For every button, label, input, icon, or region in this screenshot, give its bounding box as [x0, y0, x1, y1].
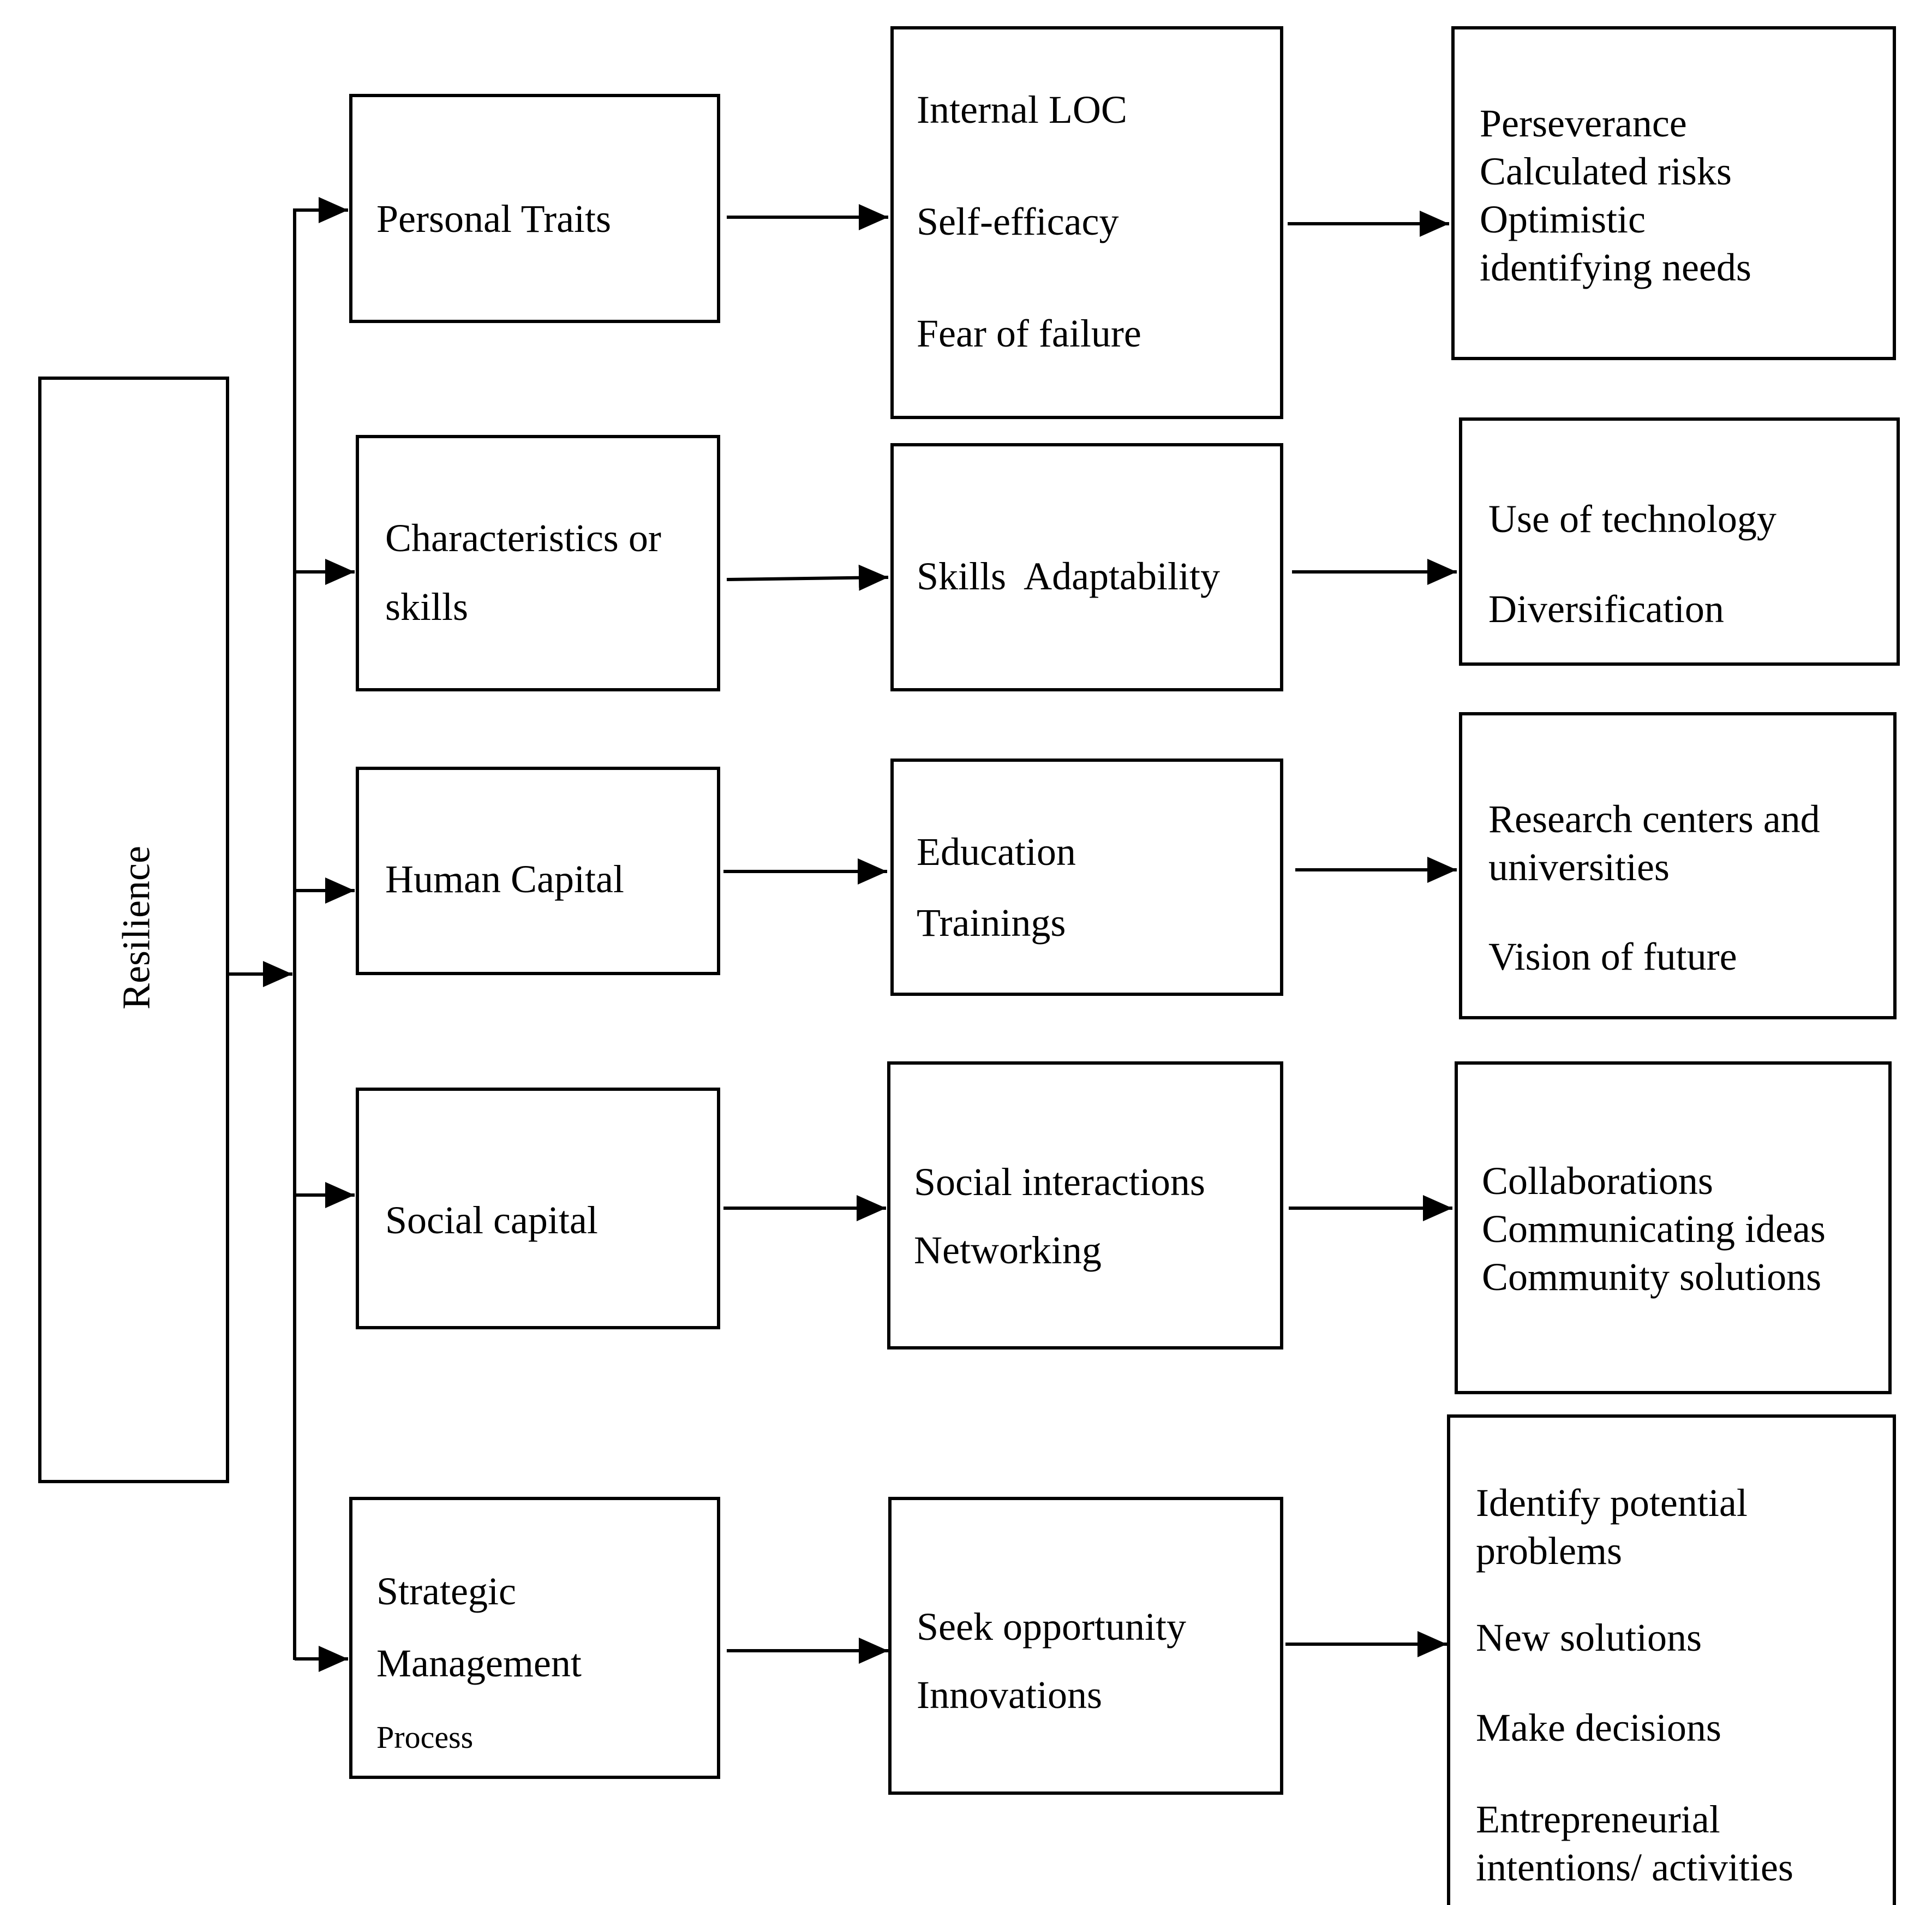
category-label-human-capital: Human Capital	[385, 857, 624, 901]
outcome-diversification: Diversification	[1488, 587, 1724, 631]
outcome-perseverance: Perseverance	[1480, 101, 1687, 145]
factor-skills-adaptability: Skills Adaptability	[917, 554, 1221, 598]
outcomes-box-characteristics	[1459, 417, 1900, 666]
category-box-social-capital	[356, 1088, 720, 1329]
outcome-identify-potential: Identify potential	[1476, 1481, 1748, 1525]
factor-trainings: Trainings	[917, 901, 1066, 945]
outcome-communicating-ideas: Communicating ideas	[1482, 1207, 1826, 1251]
outcome-community-solutions: Community solutions	[1482, 1255, 1822, 1299]
factor-education: Education	[917, 830, 1076, 874]
factor-internal-loc: Internal LOC	[917, 88, 1127, 132]
outcome-use-of-technology: Use of technology	[1488, 497, 1777, 541]
resilience-label: Resilience	[114, 846, 158, 1010]
outcome-identifying-needs: identifying needs	[1480, 246, 1751, 289]
outcome-problems: problems	[1476, 1529, 1622, 1573]
category-label-strategic: Strategic	[376, 1569, 516, 1613]
factor-networking: Networking	[914, 1228, 1102, 1272]
factors-box-human-capital	[890, 759, 1283, 996]
outcomes-box-personal-traits	[1451, 26, 1896, 360]
category-label-management: Management	[376, 1641, 582, 1685]
category-label-social-capital: Social capital	[385, 1198, 598, 1242]
outcome-collaborations: Collaborations	[1482, 1159, 1713, 1203]
outcome-research-centers: Research centers and	[1488, 797, 1820, 841]
outcome-vision-of-future: Vision of future	[1488, 935, 1737, 978]
arrow-row2-cat-to-factors	[726, 564, 889, 591]
category-box-personal-traits	[349, 94, 720, 323]
category-label-characteristics-line2: skills	[385, 585, 469, 629]
factors-box-strategic-management	[888, 1497, 1283, 1795]
resilience-box	[38, 377, 229, 1483]
factor-fear-of-failure: Fear of failure	[917, 312, 1141, 355]
category-label-characteristics-line1: Characteristics or	[385, 516, 661, 560]
category-label-personal-traits: Personal Traits	[376, 197, 612, 241]
category-box-strategic-management	[349, 1497, 720, 1779]
outcome-make-decisions: Make decisions	[1476, 1706, 1721, 1749]
outcome-intentions-activities: intentions/ activities	[1476, 1846, 1793, 1889]
factor-innovations: Innovations	[917, 1673, 1102, 1717]
category-box-characteristics	[356, 435, 720, 691]
outcomes-box-human-capital	[1459, 712, 1897, 1019]
factor-seek-opportunity: Seek opportunity	[917, 1605, 1186, 1649]
outcomes-box-social-capital	[1455, 1061, 1892, 1394]
factors-box-personal-traits	[890, 26, 1283, 419]
outcome-calculated-risks: Calculated risks	[1480, 150, 1732, 193]
factor-social-interactions: Social interactions	[914, 1160, 1205, 1204]
factors-box-social-capital	[887, 1061, 1283, 1349]
outcome-universities: universities	[1488, 845, 1670, 889]
outcome-new-solutions: New solutions	[1476, 1616, 1702, 1659]
outcomes-box-strategic-management	[1447, 1414, 1896, 1905]
category-label-process: Process	[376, 1719, 474, 1755]
outcome-optimistic: Optimistic	[1480, 198, 1646, 241]
outcome-entrepreneurial: Entrepreneurial	[1476, 1797, 1720, 1841]
category-box-human-capital	[356, 767, 720, 975]
factors-box-characteristics	[890, 443, 1283, 691]
factor-self-efficacy: Self-efficacy	[917, 200, 1119, 243]
